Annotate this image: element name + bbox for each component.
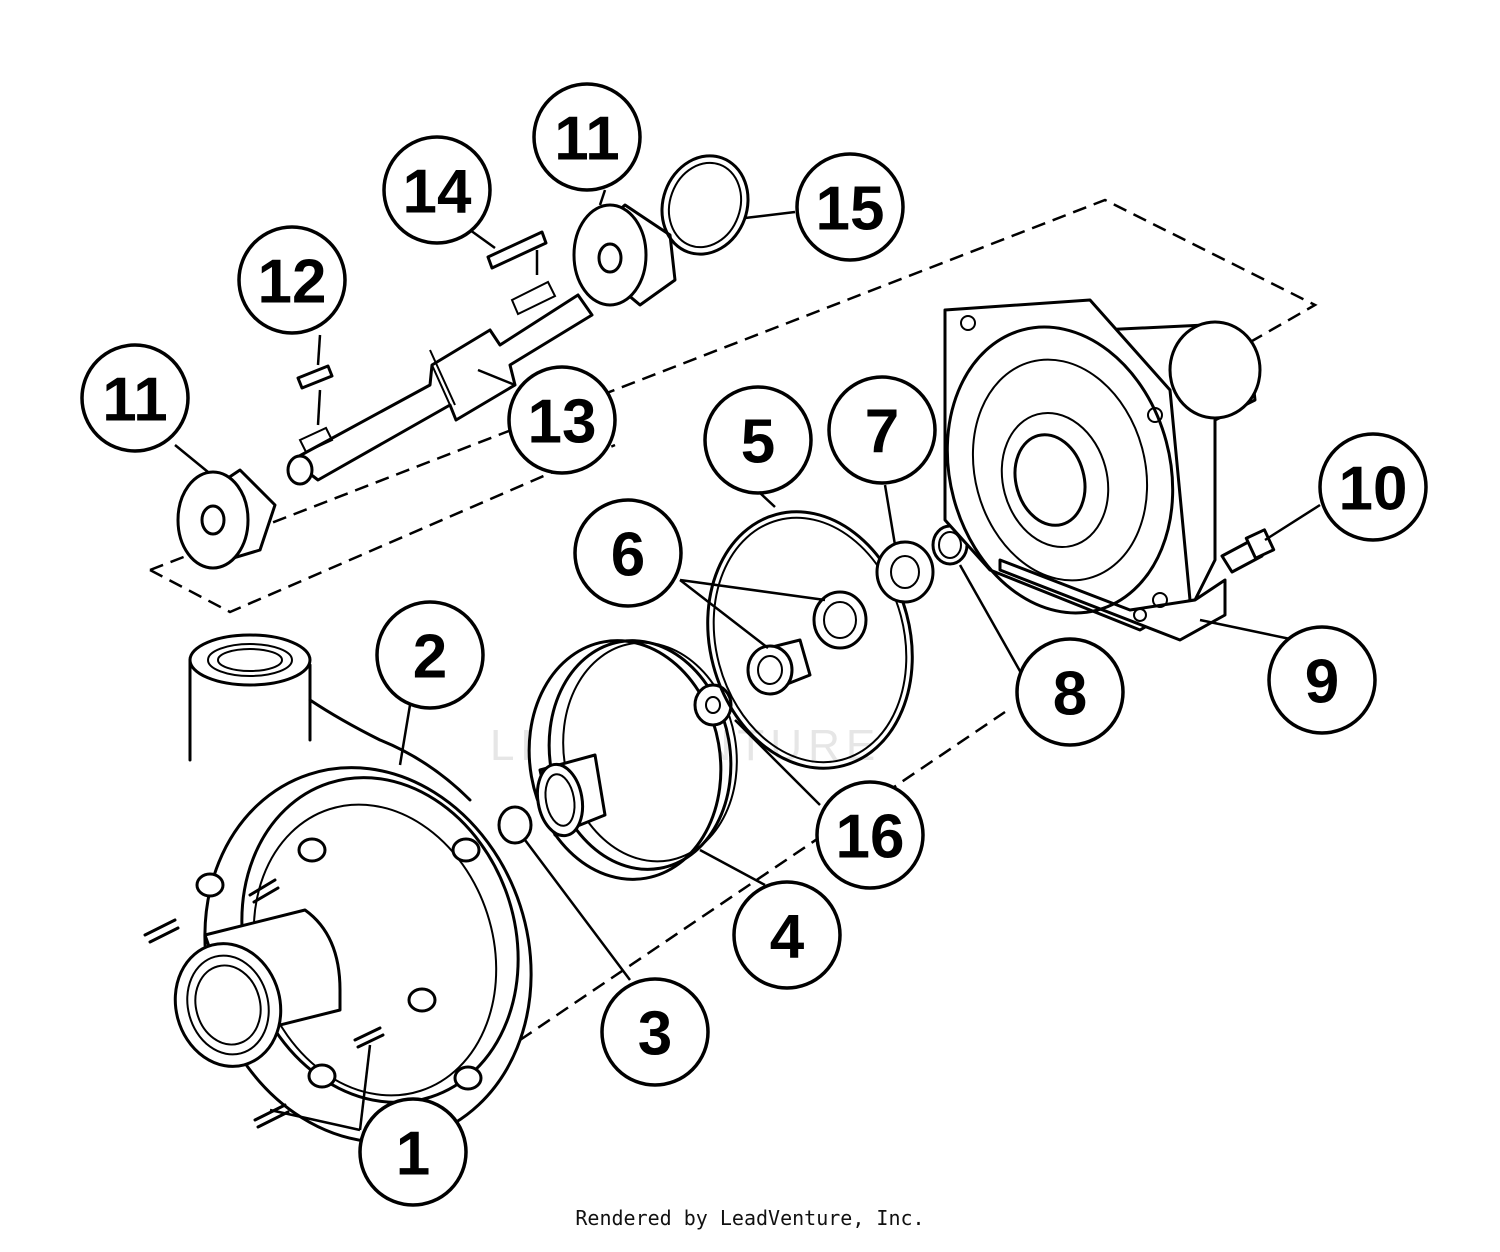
callout-1: 1 — [358, 1097, 468, 1207]
o-ring-gasket — [706, 510, 914, 770]
callout-2-label: 2 — [413, 623, 447, 692]
callout-15-label: 15 — [816, 175, 885, 244]
leader-lines — [174, 189, 1321, 1132]
callout-16-label: 16 — [836, 803, 905, 872]
callout-6-label: 6 — [611, 521, 645, 590]
callout-1-label: 1 — [396, 1120, 430, 1189]
callout-5-label: 5 — [741, 408, 775, 477]
callout-3: 3 — [600, 977, 710, 1087]
callout-8: 8 — [1015, 637, 1125, 747]
callout-16: 16 — [815, 780, 925, 890]
callout-9: 9 — [1267, 625, 1377, 735]
shaft-key-12 — [296, 364, 334, 390]
bearing-upper — [572, 203, 677, 307]
snap-ring — [660, 154, 750, 256]
callout-9-label: 9 — [1305, 648, 1339, 717]
shaft — [286, 280, 594, 486]
impeller-nut — [497, 805, 533, 845]
footer-credit: Rendered by LeadVenture, Inc. — [575, 1206, 925, 1230]
callout-11-upper-label: 11 — [554, 105, 620, 174]
mechanical-seal — [746, 590, 868, 696]
callout-14-label: 14 — [403, 158, 472, 227]
callout-7-label: 7 — [865, 398, 899, 467]
callout-12: 12 — [237, 225, 347, 335]
callout-14: 14 — [382, 135, 492, 245]
callout-13: 13 — [507, 365, 617, 475]
callout-11-lower: 11 — [80, 343, 190, 453]
bearing-lower — [176, 468, 277, 570]
callout-11-upper: 11 — [532, 82, 642, 192]
callout-6: 6 — [573, 498, 683, 608]
callout-2: 2 — [375, 600, 485, 710]
alignment-lines — [149, 198, 1318, 1042]
impeller — [527, 639, 738, 881]
callout-5: 5 — [703, 385, 813, 495]
washer-16 — [693, 683, 733, 727]
washer-7 — [875, 540, 935, 604]
callout-10-label: 10 — [1339, 455, 1408, 524]
callout-11-lower-label: 11 — [102, 366, 168, 435]
callout-4: 4 — [732, 880, 842, 990]
callout-13-label: 13 — [528, 388, 597, 457]
bearing-housing — [943, 298, 1262, 642]
housing-screws — [143, 878, 385, 1129]
pump-housing — [173, 633, 533, 1144]
callout-7: 7 — [827, 375, 937, 485]
callout-15: 15 — [795, 152, 905, 262]
callout-8-label: 8 — [1053, 660, 1087, 729]
callout-10: 10 — [1318, 432, 1428, 542]
callout-3-label: 3 — [638, 1000, 672, 1069]
shaft-key-14 — [486, 230, 548, 270]
callout-12-label: 12 — [258, 248, 327, 317]
callout-4-label: 4 — [770, 903, 805, 972]
bolt-10 — [1220, 528, 1276, 574]
